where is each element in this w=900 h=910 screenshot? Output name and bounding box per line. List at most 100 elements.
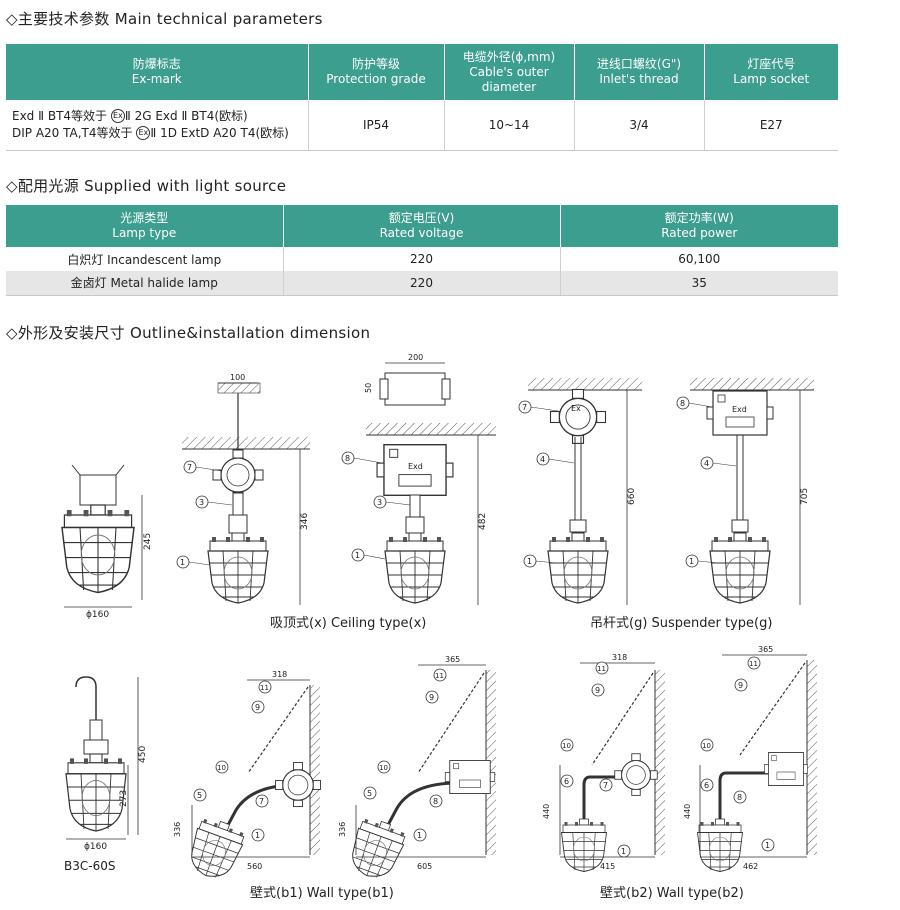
svg-text:7: 7 <box>522 403 527 412</box>
svg-text:415: 415 <box>600 862 615 871</box>
cell-voltage: 220 <box>283 247 561 271</box>
svg-text:9: 9 <box>429 693 434 702</box>
drawing-ceiling-x2: 200 50 Exd 482 8 3 1 <box>341 353 496 605</box>
svg-text:1: 1 <box>689 557 694 566</box>
ex-mark-icon: Ex <box>110 109 125 124</box>
svg-text:346: 346 <box>300 513 310 530</box>
svg-text:560: 560 <box>247 862 262 871</box>
svg-text:3: 3 <box>199 498 204 507</box>
svg-text:11: 11 <box>597 665 606 673</box>
cell-voltage: 220 <box>283 271 561 296</box>
drawing-standalone: 245 ϕ160 <box>61 464 153 620</box>
svg-text:660: 660 <box>627 488 637 505</box>
section-title-tech: ◇主要技术参数 Main technical parameters <box>6 10 323 28</box>
svg-text:7: 7 <box>187 463 192 472</box>
svg-text:6: 6 <box>704 781 709 790</box>
svg-text:ϕ160: ϕ160 <box>84 842 107 852</box>
svg-text:1: 1 <box>417 831 422 840</box>
svg-text:50: 50 <box>364 383 373 393</box>
drawing-wall-b2-1: 318 440 415 11 9 10 6 7 1 <box>542 653 665 872</box>
drawing-ceiling-x1: 100 346 7 3 1 <box>176 373 310 605</box>
svg-text:10: 10 <box>702 742 711 750</box>
cell-power: 60,100 <box>678 252 721 266</box>
svg-text:1: 1 <box>765 841 770 850</box>
svg-text:273: 273 <box>119 790 129 807</box>
table-row: 金卤灯 Metal halide lamp 220 35 <box>6 271 838 296</box>
installation-drawings: 245 ϕ160 100 346 7 3 1 200 50 Exd <box>61 353 817 901</box>
svg-text:7: 7 <box>603 781 608 790</box>
model-label: B3C-60S <box>64 859 115 873</box>
svg-text:8: 8 <box>737 793 742 802</box>
cell-cable: 10~14 <box>444 100 575 151</box>
svg-text:1: 1 <box>527 557 532 566</box>
svg-text:1: 1 <box>621 847 626 856</box>
svg-text:336: 336 <box>338 822 347 837</box>
svg-text:6: 6 <box>564 777 569 786</box>
cell-lamp-type: 白炽灯 Incandescent lamp <box>6 247 284 271</box>
svg-text:1: 1 <box>180 558 185 567</box>
svg-text:8: 8 <box>433 797 438 806</box>
caption-suspender: 吊杆式(g) Suspender type(g) <box>590 616 772 631</box>
svg-text:Exd: Exd <box>732 405 747 414</box>
caption-wall-b1: 壁式(b1) Wall type(b1) <box>250 886 394 901</box>
drawing-b3c-60s: 450 273 ϕ160 B3C-60S <box>64 676 148 873</box>
cell-socket: E27 <box>704 100 838 151</box>
col-header-power: 额定功率(W)Rated power <box>560 205 838 247</box>
svg-text:482: 482 <box>478 513 488 530</box>
svg-text:4: 4 <box>704 459 709 468</box>
svg-text:318: 318 <box>272 670 287 679</box>
col-header-thread: 进线口螺纹(G")Inlet's thread <box>574 44 705 100</box>
drawing-suspender-g2: Exd 705 8 4 1 <box>676 378 814 605</box>
caption-wall-b2: 壁式(b2) Wall type(b2) <box>600 886 744 901</box>
drawing-suspender-g1: Ex 660 7 4 1 <box>518 378 642 605</box>
section-title-outline: ◇外形及安装尺寸 Outline&installation dimension <box>6 324 371 342</box>
drawing-wall-b1-2: 365 336 605 11 9 10 5 8 1 <box>338 655 496 885</box>
svg-text:318: 318 <box>612 653 627 662</box>
cell-power: 35 <box>560 271 838 296</box>
svg-text:9: 9 <box>255 703 260 712</box>
cell-thread: 3/4 <box>574 100 705 151</box>
svg-text:1: 1 <box>255 831 260 840</box>
svg-text:11: 11 <box>260 684 269 692</box>
svg-text:8: 8 <box>345 454 350 463</box>
svg-text:4: 4 <box>540 455 545 464</box>
svg-text:11: 11 <box>435 672 444 680</box>
svg-text:7: 7 <box>259 797 264 806</box>
svg-text:9: 9 <box>738 681 743 690</box>
svg-text:8: 8 <box>680 399 685 408</box>
svg-text:11: 11 <box>749 660 758 668</box>
svg-text:3: 3 <box>377 498 382 507</box>
svg-text:5: 5 <box>197 791 202 800</box>
svg-text:ϕ160: ϕ160 <box>86 610 109 620</box>
svg-text:10: 10 <box>217 764 226 772</box>
svg-text:336: 336 <box>173 822 182 837</box>
svg-text:10: 10 <box>379 764 388 772</box>
svg-text:440: 440 <box>683 804 692 819</box>
svg-text:462: 462 <box>743 862 758 871</box>
svg-text:Exd: Exd <box>408 462 423 471</box>
svg-text:Ex: Ex <box>571 404 581 413</box>
svg-text:450: 450 <box>138 746 148 763</box>
drawing-wall-b1-1: 318 336 560 11 9 10 5 7 1 <box>173 670 322 885</box>
svg-text:365: 365 <box>758 645 773 654</box>
svg-text:10: 10 <box>562 742 571 750</box>
svg-text:365: 365 <box>445 655 460 664</box>
svg-text:200: 200 <box>408 353 423 362</box>
cell-lamp-type: 金卤灯 Metal halide lamp <box>6 271 284 296</box>
col-header-voltage: 额定电压(V)Rated voltage <box>283 205 561 247</box>
drawing-wall-b2-2: 365 440 462 11 9 10 6 8 1 <box>683 645 817 872</box>
svg-text:100: 100 <box>230 373 245 382</box>
svg-text:1: 1 <box>355 551 360 560</box>
table-row: 白炽灯 Incandescent lamp 220 60,100 <box>6 247 838 271</box>
cell-protection: IP54 <box>308 100 445 151</box>
